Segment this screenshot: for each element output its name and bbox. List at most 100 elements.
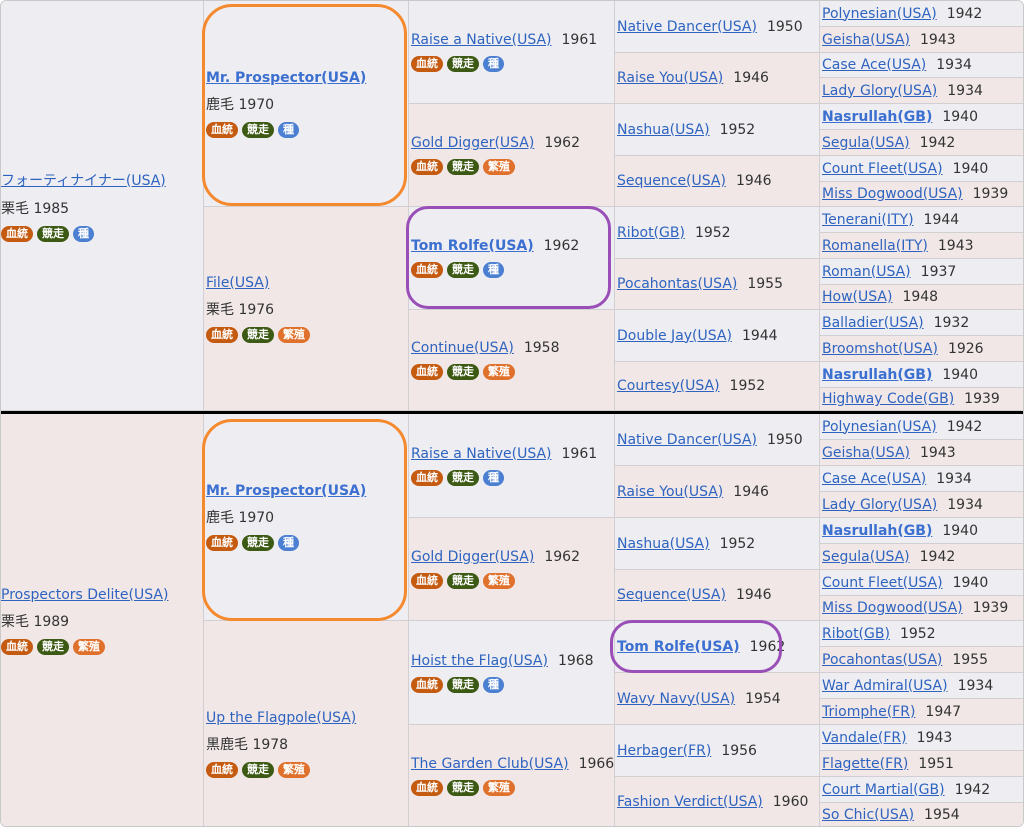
pedigree-badge[interactable]: 血統 [206,535,238,551]
horse-name-link[interactable]: Sequence(USA) [617,587,726,603]
stallion-badge[interactable]: 種 [278,121,299,138]
pedigree-badge[interactable]: 血統 [411,56,443,72]
horse-name-link[interactable]: Pocahontas(USA) [822,651,943,668]
horse-name-link[interactable]: Miss Dogwood(USA) [822,186,963,202]
pedigree-badge[interactable]: 血統 [411,469,443,486]
pedigree-badge[interactable]: 血統 [411,159,443,175]
stallion-badge[interactable]: 種 [483,262,504,278]
horse-name-link[interactable]: Count Fleet(USA) [822,574,943,591]
broodmare-badge[interactable]: 繁殖 [73,638,105,655]
horse-name-link[interactable]: So Chic(USA) [822,807,915,823]
horse-name-link[interactable]: Raise You(USA) [617,483,724,500]
broodmare-badge[interactable]: 繁殖 [483,159,515,175]
horse-name-link[interactable]: Balladier(USA) [822,314,924,331]
horse-name-link[interactable]: Sequence(USA) [617,173,726,189]
horse-name-link[interactable]: Hoist the Flag(USA) [411,652,548,669]
race-badge[interactable]: 競走 [447,469,479,486]
dam-dam-name-link[interactable]: Up the Flagpole(USA) [206,710,357,726]
race-badge[interactable]: 競走 [242,762,274,778]
horse-name-link[interactable]: Polynesian(USA) [822,418,937,435]
pedigree-badge[interactable]: 血統 [411,676,443,693]
horse-name-link[interactable]: The Garden Club(USA) [411,756,569,772]
race-badge[interactable]: 競走 [447,676,479,693]
horse-name-link[interactable]: Nasrullah(GB) [822,108,933,125]
horse-name-link[interactable]: Nasrullah(GB) [822,366,933,383]
pedigree-badge[interactable]: 血統 [411,780,443,796]
horse-name-link[interactable]: Tenerani(ITY) [822,211,914,228]
broodmare-badge[interactable]: 繁殖 [483,364,515,380]
pedigree-badge[interactable]: 血統 [411,262,443,278]
horse-name-link[interactable]: Romanella(ITY) [822,237,928,254]
pedigree-badge[interactable]: 血統 [206,326,238,343]
horse-name-link[interactable]: Highway Code(GB) [822,391,955,407]
horse-name-link[interactable]: Segula(USA) [822,134,910,151]
horse-name-link[interactable]: Polynesian(USA) [822,5,937,22]
horse-name-link[interactable]: Double Jay(USA) [617,327,732,344]
race-badge[interactable]: 競走 [447,780,479,796]
horse-name-link[interactable]: Nasrullah(GB) [822,522,933,539]
horse-name-link[interactable]: Gold Digger(USA) [411,135,535,151]
horse-name-link[interactable]: Continue(USA) [411,340,514,356]
race-badge[interactable]: 競走 [447,262,479,278]
race-badge[interactable]: 競走 [37,225,69,242]
horse-name-link[interactable]: Segula(USA) [822,548,910,565]
horse-name-link[interactable]: Raise a Native(USA) [411,32,552,48]
horse-name-link[interactable]: Native Dancer(USA) [617,18,757,35]
horse-name-link[interactable]: How(USA) [822,289,893,305]
pedigree-badge[interactable]: 血統 [411,573,443,589]
horse-name-link[interactable]: Nashua(USA) [617,535,710,552]
race-badge[interactable]: 競走 [447,573,479,589]
horse-name-link[interactable]: Ribot(GB) [617,224,685,241]
horse-name-link[interactable]: Case Ace(USA) [822,470,927,487]
horse-name-link[interactable]: Gold Digger(USA) [411,549,535,565]
horse-name-link[interactable]: Tom Rolfe(USA) [617,638,740,655]
horse-name-link[interactable]: Wavy Navy(USA) [617,690,736,707]
pedigree-badge[interactable]: 血統 [1,638,33,655]
horse-name-link[interactable]: Court Martial(GB) [822,781,945,798]
stallion-badge[interactable]: 種 [483,676,504,693]
pedigree-badge[interactable]: 血統 [206,121,238,138]
horse-name-link[interactable]: Lady Glory(USA) [822,82,938,99]
horse-name-link[interactable]: Herbager(FR) [617,742,712,759]
horse-name-link[interactable]: Flagette(FR) [822,755,909,772]
sire-name-link[interactable]: フォーティナイナー(USA) [1,172,166,189]
broodmare-badge[interactable]: 繁殖 [278,762,310,778]
race-badge[interactable]: 競走 [447,56,479,72]
horse-name-link[interactable]: Geisha(USA) [822,31,910,48]
horse-name-link[interactable]: Lady Glory(USA) [822,496,938,513]
horse-name-link[interactable]: Pocahontas(USA) [617,276,738,292]
horse-name-link[interactable]: Raise a Native(USA) [411,445,552,462]
horse-name-link[interactable]: Tom Rolfe(USA) [411,238,534,254]
broodmare-badge[interactable]: 繁殖 [483,780,515,796]
horse-name-link[interactable]: Count Fleet(USA) [822,160,943,177]
horse-name-link[interactable]: Nashua(USA) [617,121,710,138]
horse-name-link[interactable]: Fashion Verdict(USA) [617,794,763,810]
stallion-badge[interactable]: 種 [278,535,299,551]
horse-name-link[interactable]: Courtesy(USA) [617,378,720,394]
horse-name-link[interactable]: Vandale(FR) [822,729,907,746]
horse-name-link[interactable]: Ribot(GB) [822,625,890,642]
race-badge[interactable]: 競走 [242,121,274,138]
stallion-badge[interactable]: 種 [483,469,504,486]
pedigree-badge[interactable]: 血統 [206,762,238,778]
dam-name-link[interactable]: Prospectors Delite(USA) [1,586,169,603]
pedigree-badge[interactable]: 血統 [1,225,33,242]
horse-name-link[interactable]: Case Ace(USA) [822,57,927,73]
broodmare-badge[interactable]: 繁殖 [483,573,515,589]
broodmare-badge[interactable]: 繁殖 [278,326,310,343]
horse-name-link[interactable]: Miss Dogwood(USA) [822,600,963,616]
stallion-badge[interactable]: 種 [483,56,504,72]
horse-name-link[interactable]: Triomphe(FR) [822,703,916,720]
sire-sire-name-link[interactable]: Mr. Prospector(USA) [206,69,367,86]
horse-name-link[interactable]: Roman(USA) [822,263,911,280]
horse-name-link[interactable]: Geisha(USA) [822,444,910,461]
horse-name-link[interactable]: Native Dancer(USA) [617,431,757,448]
dam-sire-name-link[interactable]: Mr. Prospector(USA) [206,483,367,499]
horse-name-link[interactable]: Broomshot(USA) [822,340,938,357]
race-badge[interactable]: 競走 [242,535,274,551]
race-badge[interactable]: 競走 [447,364,479,380]
horse-name-link[interactable]: Raise You(USA) [617,70,724,86]
race-badge[interactable]: 競走 [242,326,274,343]
race-badge[interactable]: 競走 [447,159,479,175]
horse-name-link[interactable]: War Admiral(USA) [822,677,948,694]
